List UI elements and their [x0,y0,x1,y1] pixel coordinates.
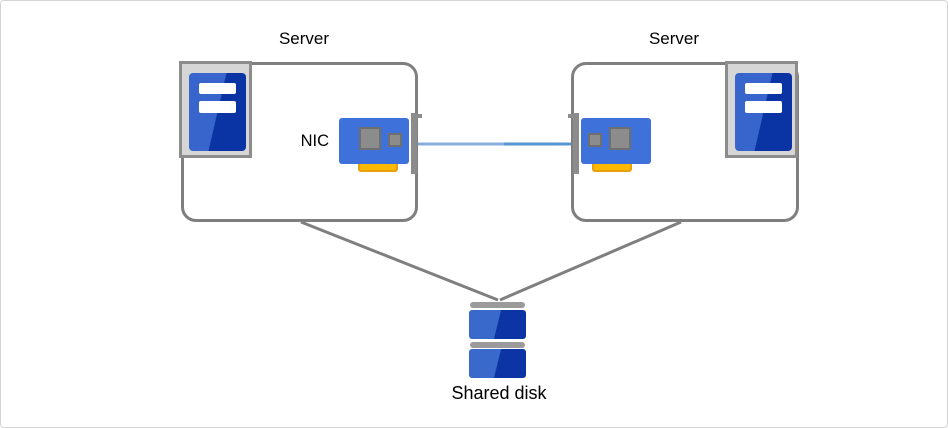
nic-chip [609,127,631,150]
server-right-to-disk-line [499,220,682,302]
server-right-label: Server [648,29,700,48]
tower-stripe [199,83,236,94]
nic-bracket-tab [568,114,573,118]
tower-body [735,73,792,151]
nic-bracket-tab [417,114,422,118]
disk-cap [470,302,525,308]
nic-chip [588,133,602,147]
server-tower-icon [725,61,798,158]
server-left-label: Server [278,29,330,48]
nic-card-icon [567,111,651,174]
server-tower-icon [179,61,252,158]
shared-disk-label: Shared disk [451,383,547,403]
disk-platter [469,349,526,378]
nic-chip [388,133,402,147]
nic-bracket [411,113,417,174]
tower-stripe [199,101,236,113]
tower-body [189,73,246,151]
shared-disk-icon [469,301,526,379]
server-left-to-disk-line [300,220,499,302]
disk-platter [469,310,526,339]
tower-stripe [745,83,782,94]
nic-label: NIC [300,132,329,150]
tower-stripe [745,101,782,113]
nic-bracket [573,113,579,174]
nic-chip [359,127,381,150]
nic-card-icon [339,111,423,174]
disk-cap [470,342,525,348]
